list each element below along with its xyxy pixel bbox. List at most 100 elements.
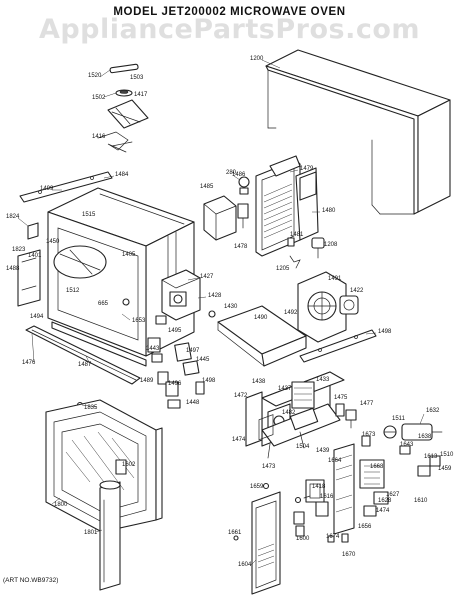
part-label: 1438 — [252, 379, 266, 385]
part-label: 1656 — [358, 524, 372, 530]
air-duct-panel — [255, 155, 301, 257]
small-sensor-parts — [287, 237, 325, 269]
part-label: 1482 — [282, 410, 296, 416]
part-label: 1418 — [312, 484, 326, 490]
part-label: 1674 — [326, 534, 340, 540]
thermostat-parts — [335, 403, 357, 429]
part-label: 1478 — [234, 244, 248, 250]
pad-switch-parts — [293, 479, 329, 537]
part-label: 1668 — [370, 464, 384, 470]
spring-1670 — [341, 533, 349, 543]
part-label: 1476 — [22, 360, 36, 366]
part-label: 1610 — [414, 498, 428, 504]
part-label: 1495 — [168, 328, 182, 334]
part-label: 1600 — [296, 536, 310, 542]
art-number: (ART NO.WB9732) — [3, 577, 59, 584]
part-label: 1510 — [440, 452, 454, 458]
part-label: 1504 — [296, 444, 310, 450]
part-label: 280 — [226, 170, 237, 176]
part-label: 1416 — [92, 134, 106, 140]
part-label: 1627 — [386, 492, 400, 498]
top-small-parts — [97, 63, 149, 153]
part-label: 1497 — [186, 348, 200, 354]
part-label: 1437 — [278, 386, 292, 392]
part-label: 1632 — [426, 408, 440, 414]
part-label: 1496 — [168, 381, 182, 387]
leader-lines — [17, 59, 425, 567]
part-label: 1602 — [122, 462, 136, 468]
door-assembly — [45, 399, 163, 533]
part-label: 1659 — [250, 484, 264, 490]
part-label: 1492 — [284, 310, 298, 316]
part-label: 1638 — [418, 434, 432, 440]
part-label: 1835 — [84, 405, 98, 411]
left-side-bracket — [17, 222, 41, 307]
part-label: 1494 — [30, 314, 44, 320]
part-label: 1824 — [6, 214, 20, 220]
part-label: 1628 — [378, 498, 392, 504]
part-label: 1498 — [378, 329, 392, 335]
part-label: 1511 — [392, 416, 406, 422]
part-label: 1472 — [234, 393, 248, 399]
part-label: 1487 — [78, 362, 92, 368]
part-label: 1427 — [200, 274, 214, 280]
part-label: 1475 — [334, 395, 348, 401]
rear-panel-1480 — [295, 167, 319, 241]
control-panel-pcb — [333, 443, 389, 535]
cavity-bottom-rail — [51, 321, 147, 367]
top-rail — [19, 171, 113, 203]
part-label: 1823 — [12, 247, 26, 253]
part-label: 1499 — [40, 186, 54, 192]
part-label: 1604 — [238, 562, 252, 568]
part-label: 1401 — [28, 253, 42, 259]
part-label: 665 — [98, 301, 109, 307]
part-label: 1205 — [276, 266, 290, 272]
control-panel-front — [251, 414, 281, 595]
part-label: 1800 — [54, 502, 68, 508]
part-label: 1480 — [322, 208, 336, 214]
part-label: 1653 — [132, 318, 146, 324]
part-label: 1474 — [376, 508, 390, 514]
part-label: 1433 — [316, 377, 330, 383]
part-label: 1430 — [224, 304, 238, 310]
part-label: 1613 — [424, 454, 438, 460]
part-label: 1512 — [66, 288, 80, 294]
outer-cabinet — [265, 49, 451, 215]
cover-1485 — [203, 195, 237, 241]
part-label: 1503 — [130, 75, 144, 81]
part-label: 1448 — [186, 400, 200, 406]
part-label: 1481 — [290, 232, 304, 238]
part-label: 1450 — [46, 239, 60, 245]
part-label: 1489 — [140, 378, 154, 384]
screw-1661 — [233, 535, 239, 541]
part-label: 1459 — [438, 466, 452, 472]
part-label: 1200 — [250, 56, 264, 62]
part-label: 1479 — [300, 166, 314, 172]
part-label: 1801 — [84, 530, 98, 536]
part-label: 1484 — [115, 172, 129, 178]
transformer-and-capacitor — [361, 423, 443, 477]
part-labels: 1200 1520 1503 1502 1417 1416 280 1479 1… — [6, 56, 454, 568]
part-label: 1439 — [316, 448, 330, 454]
door-choke-1801 — [99, 480, 121, 591]
part-label: 1405 — [122, 252, 136, 258]
lamp — [237, 176, 250, 229]
diagram-title: MODEL JET200002 MICROWAVE OVEN — [113, 6, 346, 18]
part-label: 1474 — [232, 437, 246, 443]
part-label: 1486 — [232, 172, 246, 178]
part-label: 1208 — [324, 242, 338, 248]
base-tray — [217, 305, 307, 367]
part-label: 1490 — [254, 315, 268, 321]
part-label: 1673 — [362, 432, 376, 438]
screw-1659 — [262, 482, 270, 490]
magnetron-assembly — [155, 269, 201, 325]
clip-1674 — [327, 535, 335, 543]
part-label: 1498 — [202, 378, 216, 384]
part-label: 1661 — [228, 530, 242, 536]
part-label: 1664 — [328, 458, 342, 464]
part-label: 1417 — [134, 92, 148, 98]
part-label: 1520 — [88, 73, 102, 79]
part-label: 1488 — [6, 266, 20, 272]
part-label: 1670 — [342, 552, 356, 558]
